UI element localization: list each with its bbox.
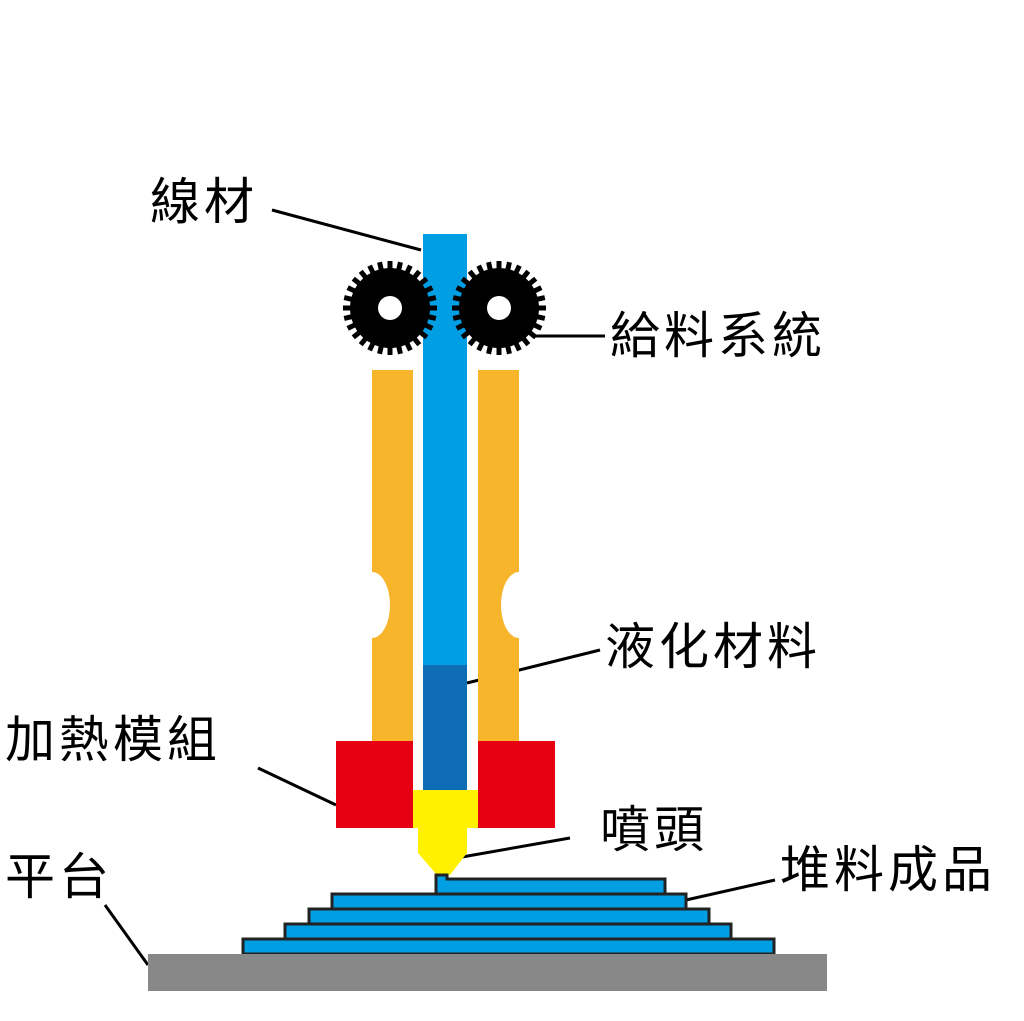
leader-filament [271,208,422,252]
feeder-gears [343,261,546,355]
nozzle [413,790,478,875]
label-heater: 加熱模組 [5,711,221,769]
gear-right-icon [452,261,546,355]
label-feeder: 給料系統 [610,307,826,365]
layer-3 [307,907,711,926]
heatsink-right [478,370,519,741]
layer-5 [434,873,667,896]
platform [148,954,827,991]
gear-left-icon [343,261,437,355]
layer-4 [330,892,688,911]
leader-platform [103,904,150,966]
label-nozzle: 噴頭 [600,801,708,859]
layer-2 [283,922,733,941]
leader-heater [257,766,337,807]
label-product: 堆料成品 [780,841,996,899]
leader-nozzle [461,836,571,859]
layer-1 [241,937,776,956]
heater-block-right [478,741,555,828]
label-filament: 線材 [150,173,258,231]
heater-block-left [336,741,413,828]
leader-product [685,878,776,902]
label-liquefied: 液化材料 [605,618,821,676]
heatsink-left [372,370,413,741]
liquefied-material [423,665,467,791]
printed-layers [241,873,776,956]
label-platform: 平台 [5,848,113,906]
